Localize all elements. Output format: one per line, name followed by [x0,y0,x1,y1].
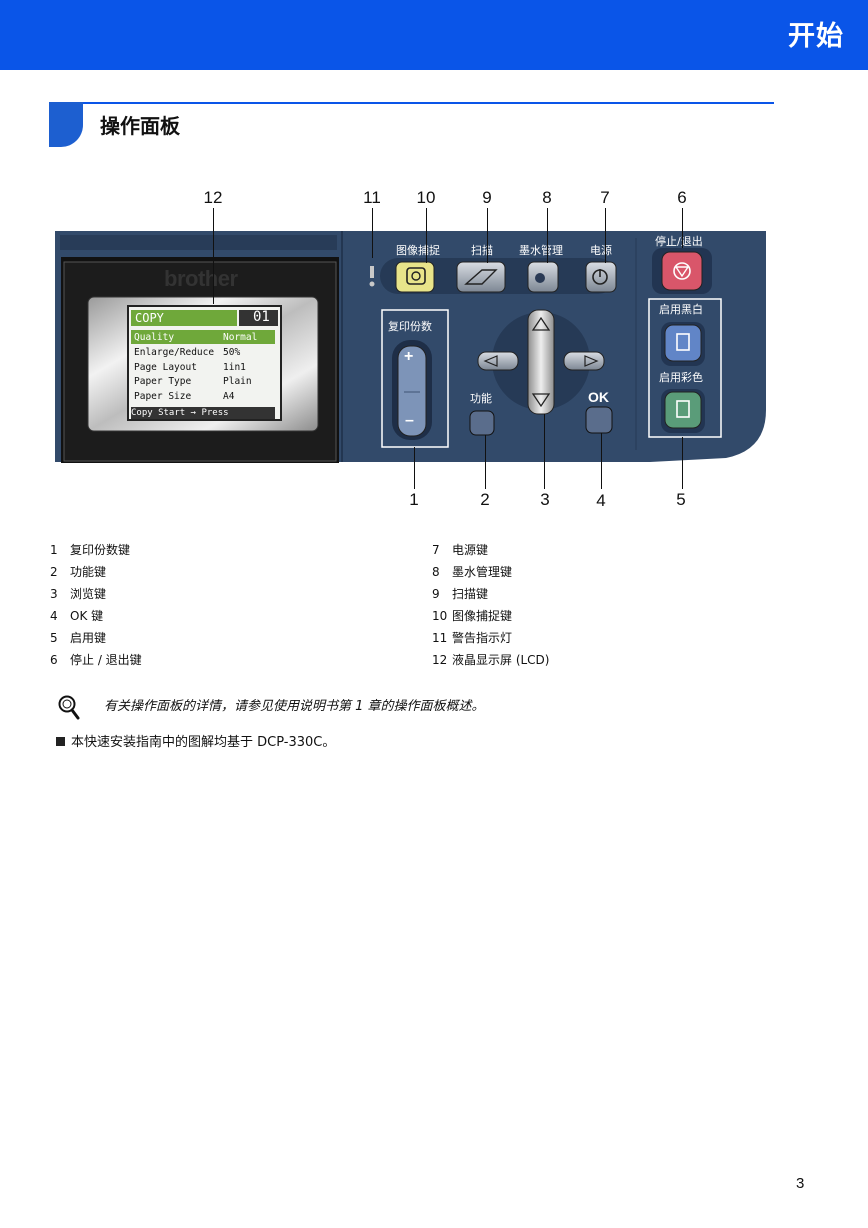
leader-line [426,208,427,263]
label-stop: 停止/退出 [655,235,703,248]
callout-2: 2 [480,490,490,509]
control-panel-illustration [55,231,766,463]
label-ink: 墨水管理 [519,244,563,257]
callout-3: 3 [540,490,550,509]
leader-line [213,208,214,304]
leader-line [682,437,683,489]
note-text: 有关操作面板的详情，请参见使用说明书第 1 章的操作面板概述。 [104,699,485,714]
leader-line [372,208,373,258]
label-menu: 功能 [470,392,492,405]
label-minus: – [405,412,414,429]
bullet-note: 本快速安装指南中的图解均基于 DCP-330C。 [56,731,335,750]
label-ok: OK [588,389,609,405]
lcd-mode: COPY [135,311,164,325]
callout-11: 11 [363,188,381,207]
callout-5: 5 [676,490,686,509]
callout-8: 8 [542,188,552,207]
label-color: 启用彩色 [659,371,703,384]
label-plus: + [404,348,414,365]
leader-line [414,447,415,489]
lcd-footer: Copy Start → Press [131,407,275,419]
section-tab [49,102,83,147]
label-copies: 复印份数 [388,320,432,333]
label-mono: 启用黑白 [659,303,703,316]
callout-10: 10 [416,188,436,207]
section-rule [82,102,774,104]
leader-line [605,208,606,263]
callout-6: 6 [677,188,687,207]
callout-1: 1 [409,490,419,509]
callout-9: 9 [482,188,492,207]
bullet-square-icon [56,737,65,746]
header-bar: 开始 [0,0,868,70]
magnifier-icon [58,695,80,720]
leader-line [601,433,602,489]
callout-7: 7 [600,188,610,207]
callout-12: 12 [203,188,223,207]
label-power: 电源 [590,244,612,257]
label-photo-capture: 图像捕捉 [396,244,440,257]
callout-4: 4 [596,491,606,510]
leader-line [544,414,545,489]
label-scan: 扫描 [471,244,493,257]
leader-line [547,208,548,263]
leader-line [487,208,488,263]
brand-logo: brother [164,266,238,291]
page-number: 3 [796,1175,805,1192]
section-title: 操作面板 [100,114,180,138]
leader-line [682,208,683,248]
leader-line [485,435,486,489]
section-label: 开始 [788,21,844,52]
lcd-copies: 01 [253,309,270,325]
